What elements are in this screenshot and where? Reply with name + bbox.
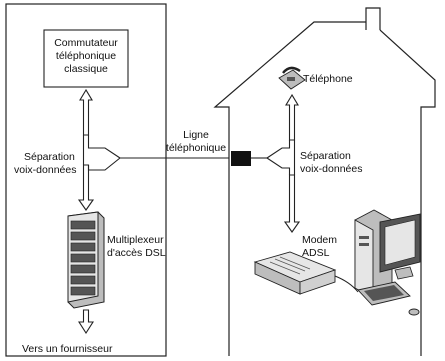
telephone-icon — [278, 66, 306, 90]
house-outline — [213, 7, 436, 356]
line-label-line1: Ligne — [183, 129, 209, 141]
dslam-rack — [67, 211, 105, 309]
monitor-icon — [379, 213, 421, 280]
isp-label: Vers un fournisseur — [22, 343, 113, 355]
modem-label-line1: Modem — [302, 234, 337, 246]
co-splitter-branch — [82, 135, 229, 171]
central-office-box — [5, 3, 167, 357]
switch-label-line2: téléphonique — [56, 50, 116, 62]
dslam-label-line1: Multiplexeur — [107, 234, 164, 246]
house-splitter-branch — [266, 140, 296, 175]
house-splitter-label-line1: Séparation — [300, 150, 351, 162]
switch-label-line3: classique — [64, 63, 108, 75]
modem-label-line2: ADSL — [302, 247, 330, 259]
switch-box — [43, 29, 129, 88]
adsl-modem — [253, 251, 337, 295]
co-signal-path — [77, 88, 95, 335]
dslam-label-line2: d'accès DSL — [107, 247, 166, 259]
mouse-icon — [408, 308, 420, 316]
modem-computer-cable — [334, 275, 359, 293]
house-signal-path — [283, 93, 301, 233]
wall-jack — [231, 151, 251, 166]
co-splitter-label-line2: voix-données — [14, 164, 76, 176]
line-label-line2: téléphonique — [166, 142, 226, 154]
keyboard-icon — [357, 281, 411, 306]
switch-label-line1: Commutateur — [54, 37, 118, 49]
house-splitter-label-line2: voix-données — [300, 163, 362, 175]
co-splitter-label-line1: Séparation — [24, 151, 75, 163]
phone-label: Téléphone — [303, 73, 353, 85]
